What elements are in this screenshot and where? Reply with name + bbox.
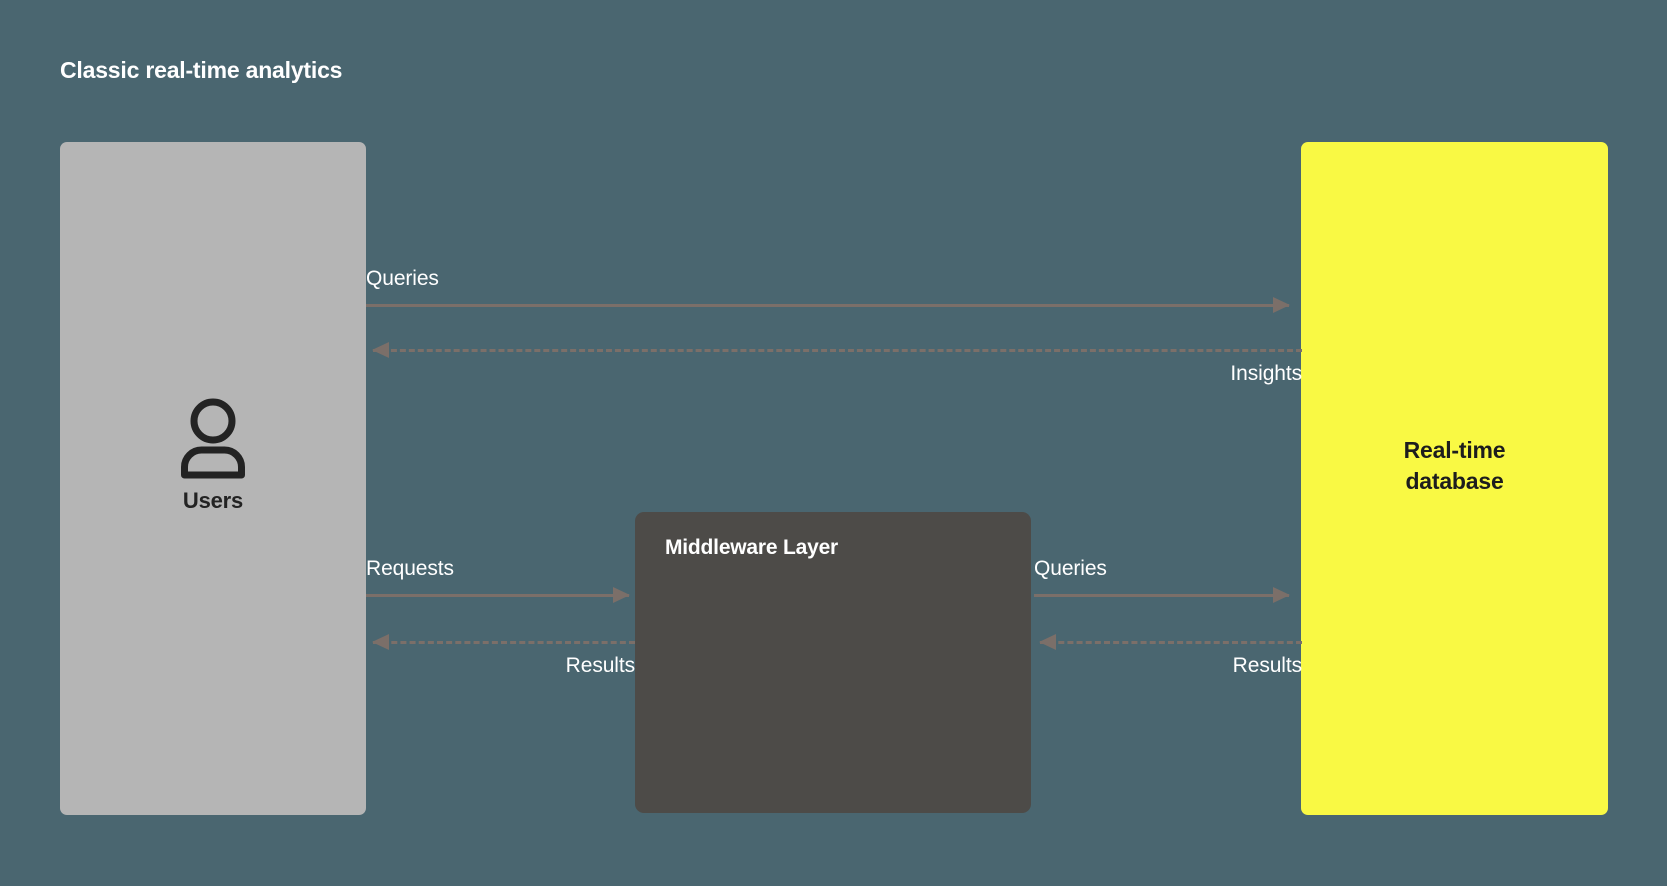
edge-label-queries-top: Queries [366,267,439,290]
arrowhead-right-icon [1273,587,1290,603]
node-middleware: Middleware Layer [635,512,1031,813]
arrowhead-left-icon [372,342,389,358]
edge-line-solid [1034,594,1289,597]
node-users: Users [60,142,366,815]
edge-label-queries-right: Queries [1034,557,1107,580]
page-title: Classic real-time analytics [60,57,343,83]
arrowhead-left-icon [1039,634,1056,650]
database-label: Real-time database [1301,435,1608,497]
edge-line-dashed [1040,641,1302,644]
users-node-content: Users [60,397,366,514]
arrowhead-right-icon [1273,297,1290,313]
edge-label-results-left: Results [565,654,635,677]
edge-label-requests: Requests [366,557,454,580]
users-label: Users [182,488,244,513]
user-icon [181,398,245,479]
arrowhead-right-icon [613,587,630,603]
database-label-line1: Real-time [1403,437,1506,463]
edge-line-dashed [373,641,635,644]
edge-line-solid [366,594,629,597]
edge-label-results-right: Results [1232,654,1302,677]
middleware-label: Middleware Layer [665,536,839,559]
database-label-line2: database [1405,468,1504,495]
arrowhead-left-icon [372,634,389,650]
node-database: Real-time database [1301,142,1608,815]
edge-line-dashed [373,349,1302,352]
edge-line-solid [366,304,1289,307]
edge-label-insights: Insights [1230,362,1302,385]
